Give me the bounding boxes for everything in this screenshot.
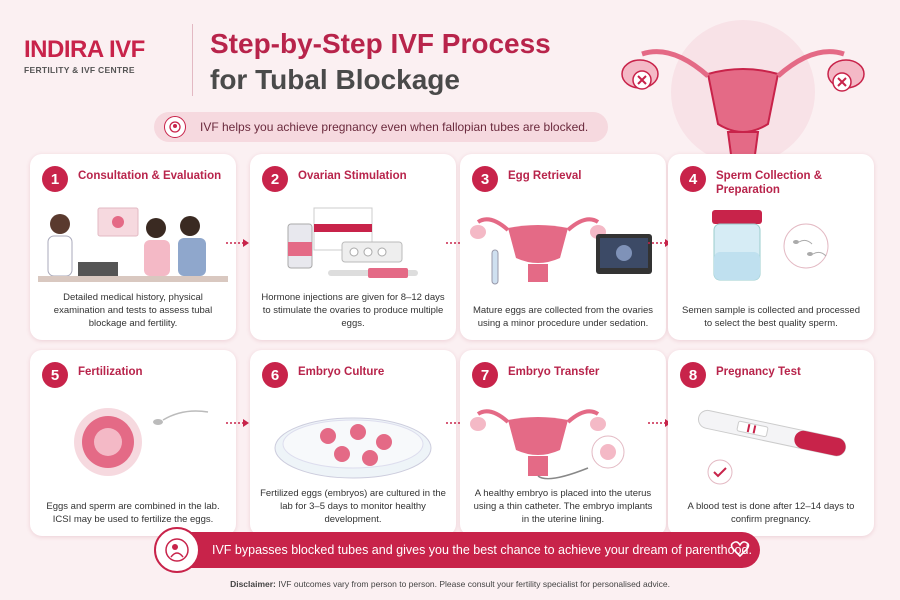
- embryo-transfer-illustration-icon: [470, 409, 625, 480]
- step-card-6: 6 Embryo Culture Fertilized eggs (embryo…: [250, 350, 456, 536]
- blocked-uterus-icon: [621, 20, 865, 164]
- step-description: Mature eggs are collected from the ovari…: [472, 305, 654, 329]
- sperm-sample-illustration-icon: [712, 210, 829, 281]
- step-number: 6: [262, 362, 288, 388]
- intro-banner: IVF helps you achieve pregnancy even whe…: [154, 112, 608, 142]
- step-description: A healthy embryo is placed into the uter…: [473, 488, 653, 525]
- step-number: 1: [42, 166, 68, 192]
- brand-logo: INDIRA IVF FERTILITY & IVF CENTRE: [24, 36, 145, 75]
- step-number: 4: [680, 166, 706, 192]
- step-title: Consultation & Evaluation: [78, 170, 222, 182]
- fertilization-illustration-icon: [74, 408, 209, 476]
- brand-name: INDIRA IVF: [24, 36, 145, 63]
- step-card-5: 5 Fertilization Eggs and sperm are combi…: [30, 350, 236, 536]
- step-number: 8: [680, 362, 706, 388]
- arrow-right-icon: [226, 239, 249, 247]
- step-card-1: 1 Consultation & Evaluation Detailed med…: [30, 154, 236, 340]
- disclaimer: Disclaimer: IVF outcomes vary from perso…: [0, 579, 900, 589]
- closing-message-banner: IVF bypasses blocked tubes and gives you…: [154, 527, 760, 573]
- step-title: Ovarian Stimulation: [298, 170, 407, 182]
- medication-illustration-icon: [287, 207, 418, 278]
- disclaimer-label: Disclaimer:: [230, 579, 276, 589]
- heart-icon: [730, 541, 750, 558]
- step-description: Detailed medical history, physical exami…: [53, 292, 213, 329]
- step-card-8: 8 Pregnancy Test A blood test is done af…: [668, 350, 874, 536]
- step-number: 2: [262, 166, 288, 192]
- step-card-2: 2 Ovarian Stimulation Hormone injections…: [250, 154, 456, 340]
- header-divider: [192, 24, 193, 96]
- step-title: Embryo Culture: [298, 366, 385, 378]
- step-title: Egg Retrieval: [508, 170, 582, 182]
- intro-banner-text: IVF helps you achieve pregnancy even whe…: [200, 120, 589, 134]
- step-description: A blood test is done after 12–14 days to…: [687, 501, 855, 525]
- step-number: 3: [472, 166, 498, 192]
- step-title: Pregnancy Test: [716, 366, 801, 378]
- step-description: Hormone injections are given for 8–12 da…: [261, 292, 445, 329]
- baby-icon: [164, 116, 186, 138]
- step-description: Fertilized eggs (embryos) are cultured i…: [260, 488, 446, 525]
- step-description: Semen sample is collected and processed …: [682, 305, 860, 329]
- disclaimer-text: IVF outcomes vary from person to person.…: [278, 579, 670, 589]
- brand-tagline: FERTILITY & IVF CENTRE: [24, 65, 135, 75]
- step-number: 7: [472, 362, 498, 388]
- egg-retrieval-illustration-icon: [470, 217, 652, 285]
- step-title: Embryo Transfer: [508, 366, 600, 378]
- step-description: Eggs and sperm are combined in the lab. …: [46, 501, 220, 525]
- step-number: 5: [42, 362, 68, 388]
- step-card-4: 4 Sperm Collection & Preparation Semen s…: [668, 154, 874, 340]
- step-title: Fertilization: [78, 366, 143, 378]
- step-card-3: 3 Egg Retrieval Mature eggs are collecte…: [460, 154, 666, 340]
- page-subtitle: for Tubal Blockage: [210, 64, 460, 95]
- arrow-right-icon: [226, 419, 249, 427]
- step-card-7: 7 Embryo Transfer A healthy embryo is pl…: [460, 350, 666, 536]
- step-title: Sperm Collection & Preparation: [716, 170, 823, 196]
- closing-message-text: IVF bypasses blocked tubes and gives you…: [212, 543, 752, 557]
- pregnancy-test-illustration-icon: [697, 409, 847, 485]
- petri-dish-illustration-icon: [274, 417, 432, 479]
- consultation-illustration-icon: [38, 207, 228, 282]
- mother-baby-icon: [154, 527, 200, 573]
- page-title: Step-by-Step IVF Process: [210, 28, 551, 59]
